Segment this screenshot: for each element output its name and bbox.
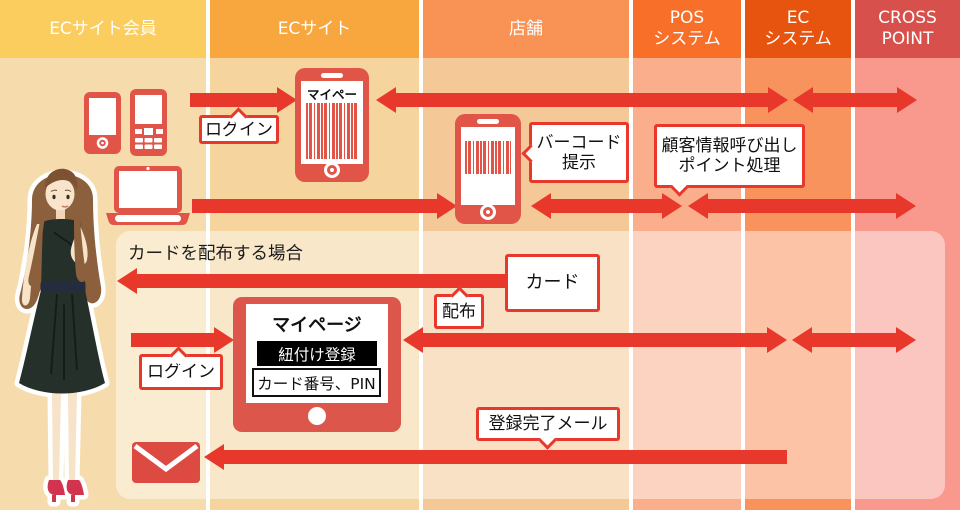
lane-pos-system: POS システム <box>633 0 741 510</box>
arrow-pos-crosspoint <box>688 193 916 219</box>
customer-info-callout: 顧客情報呼び出し ポイント処理 <box>654 124 805 197</box>
tablet-screen: マイページ 紐付け登録 カード番号、PIN <box>246 304 388 403</box>
link-registration-box: 紐付け登録 <box>257 341 377 366</box>
dress-skirt <box>19 290 105 394</box>
left-leg <box>52 392 61 482</box>
right-leg <box>68 392 77 482</box>
arrow-mail-to-member <box>204 444 787 470</box>
home-button-icon <box>324 162 340 178</box>
hair-lock-left <box>28 210 46 286</box>
bangs <box>45 168 78 190</box>
card-text: カード <box>525 272 580 293</box>
shoe-heel <box>52 495 56 502</box>
login-callout-top-text: ログイン <box>205 119 273 140</box>
mypage-phone: マイページ <box>295 68 369 182</box>
left-shoe <box>47 480 65 495</box>
arrow-ecsystem-crosspoint-top <box>793 87 917 113</box>
barcode <box>306 103 358 159</box>
arrow-tablet-ecsystem <box>403 327 787 353</box>
tablet-screen-title: マイページ <box>272 315 362 336</box>
arrow-card-to-member <box>117 268 560 294</box>
login-callout-bottom-text: ログイン <box>147 362 215 382</box>
dress-bodice <box>41 219 85 288</box>
registration-mail-text: 登録完了メール <box>488 414 608 434</box>
lane-header-pos-system: POS システム <box>633 0 741 58</box>
store-barcode-phone <box>455 114 521 224</box>
login-callout-bottom: ログイン <box>139 345 223 390</box>
member-devices <box>84 89 190 225</box>
laptop-icon <box>106 166 190 225</box>
arrow-store-pos <box>531 193 682 219</box>
arrow-ecsystem-crosspoint-bottom <box>792 327 916 353</box>
shoe-heel <box>71 495 75 502</box>
neck <box>56 208 65 222</box>
distribute-text: 配布 <box>442 301 476 322</box>
lane-header-ec-member: ECサイト会員 <box>0 0 206 58</box>
skirt-folds <box>50 231 78 380</box>
home-button-icon <box>308 407 326 425</box>
face-features <box>50 189 72 208</box>
phone-screen <box>461 127 515 205</box>
right-shoe <box>66 480 84 495</box>
lane-ec-system: EC システム <box>745 0 851 510</box>
phone-speaker <box>321 73 343 78</box>
lane-header-cross-point: CROSS POINT <box>855 0 960 58</box>
lane-header-ec-system: EC システム <box>745 0 851 58</box>
login-callout-top: ログイン <box>199 106 279 144</box>
phone-screen: マイページ <box>301 81 363 164</box>
card-number-pin-box: カード番号、PIN <box>252 368 381 397</box>
barcode-presentation-text: バーコード 提示 <box>536 132 622 173</box>
home-button-icon <box>480 204 496 220</box>
lane-header-store: 店舗 <box>423 0 629 58</box>
barcode-presentation-callout: バーコード 提示 <box>520 122 629 183</box>
feature-phone-icon <box>130 89 167 156</box>
customer-info-text: 顧客情報呼び出し ポイント処理 <box>661 136 798 176</box>
arrow-member-to-store <box>192 193 457 219</box>
card-callout: カード <box>505 254 600 312</box>
smartphone-icon <box>84 92 121 154</box>
card-distribution-panel-title: カードを配布する場合 <box>128 244 303 264</box>
lane-header-ec-site: ECサイト <box>210 0 419 58</box>
belt <box>40 282 86 292</box>
phone-speaker <box>477 119 499 124</box>
hair-lock-right <box>74 210 87 283</box>
envelope-icon <box>132 442 200 483</box>
arrow-ecsite-ecsystem <box>376 87 788 113</box>
woman-illustration <box>14 168 110 507</box>
arrow-login-to-mypage <box>190 87 297 113</box>
distribute-callout: 配布 <box>434 285 484 329</box>
registration-mail-callout: 登録完了メール <box>476 407 620 450</box>
face <box>45 177 75 211</box>
lane-cross-point: CROSS POINT <box>855 0 960 510</box>
arrow-login-to-tablet <box>131 327 234 353</box>
registration-tablet: マイページ 紐付け登録 カード番号、PIN <box>233 297 401 432</box>
barcode <box>465 141 511 174</box>
